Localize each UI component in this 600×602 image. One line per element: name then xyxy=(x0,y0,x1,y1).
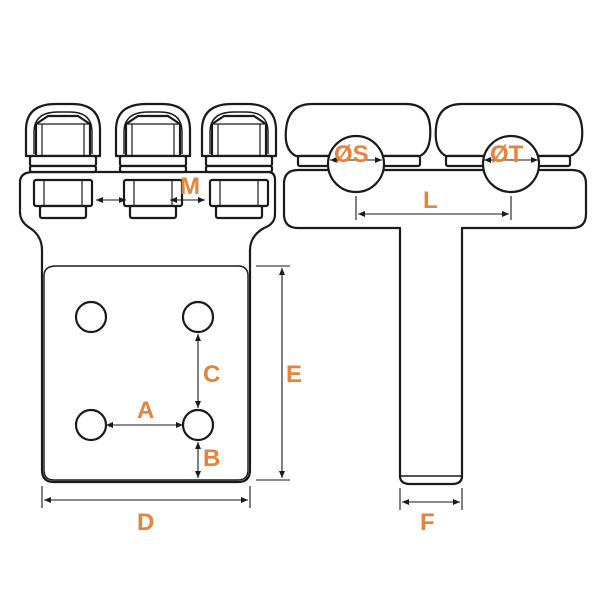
mounting-hole-top-right xyxy=(181,300,215,334)
dimension-labels: M ØS ØT L C E A B D F xyxy=(137,141,524,536)
side-upper-jaw-left xyxy=(284,102,432,158)
front-plate-outline xyxy=(43,265,249,481)
label-c: C xyxy=(203,361,220,388)
conductor-hole-t xyxy=(481,134,541,194)
label-m: M xyxy=(180,173,200,200)
label-t: ØT xyxy=(490,141,524,168)
side-body-outline xyxy=(282,168,588,486)
label-f: F xyxy=(420,509,435,536)
mounting-hole-top-left xyxy=(74,300,108,334)
front-body-outline xyxy=(18,170,277,484)
u-bolt-middle xyxy=(114,102,192,220)
label-a: A xyxy=(137,397,154,424)
front-view xyxy=(18,102,290,508)
label-e: E xyxy=(286,361,302,388)
label-b: B xyxy=(203,445,220,472)
side-view xyxy=(282,102,588,510)
u-bolt-right xyxy=(200,102,278,220)
label-d: D xyxy=(137,509,154,536)
side-upper-jaw-right xyxy=(434,102,584,158)
u-bolt-left xyxy=(24,102,102,220)
conductor-hole-s xyxy=(326,134,386,194)
label-l: L xyxy=(423,187,438,214)
label-s: ØS xyxy=(334,141,369,168)
